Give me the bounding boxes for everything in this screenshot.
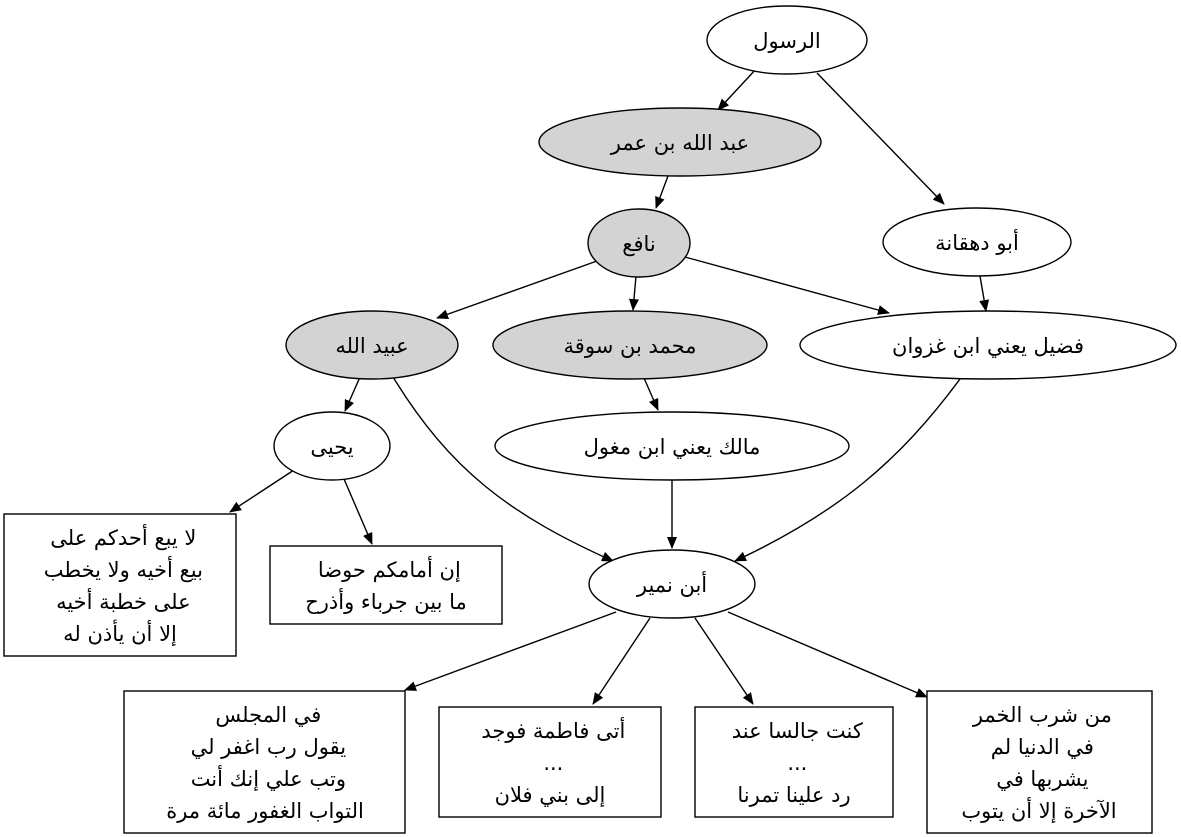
svg-text:من شرب الخمر في الدنيا: من شرب الخمر في الدنيا لم يشربها في الآخ…	[961, 703, 1116, 824]
edge-rasul-abu-dihqana	[816, 72, 945, 205]
matn-box-fatima: أتى فاطمة فوجد ... إلى بني فلان	[438, 706, 662, 818]
matn-bay-line: لا يبع أحدكم على	[50, 524, 196, 551]
matn-bay-line: على خطبة أخيه	[56, 588, 191, 614]
node-ibn-umar-label: عبد الله بن عمر	[610, 131, 749, 155]
matn-khamr-line: يشربها في	[996, 767, 1088, 791]
edge-ibn-numayr-majlis	[404, 611, 617, 691]
matn-fatima-line: أتى فاطمة فوجد	[481, 717, 625, 743]
svg-text:إن أمامكم حوضا ما بين: إن أمامكم حوضا ما بين جرباء وأذرح	[305, 556, 467, 614]
matn-majlis-line: وتب علي إنك أنت	[191, 765, 346, 792]
node-fudayl-label: فضيل يعني ابن غزوان	[892, 334, 1084, 358]
svg-text:كنت جالسا عند ...: كنت جالسا عند ... رد علينا تمرنا	[725, 719, 863, 807]
edge-ibn-umar-nafi	[655, 175, 669, 209]
matn-majlis-line: التواب الغفور مائة مرة	[166, 799, 364, 823]
node-ibn-umar: عبد الله بن عمر	[538, 107, 822, 177]
matn-jalis-line: ...	[787, 751, 807, 775]
edge-ubaydullah-yahya	[344, 376, 361, 412]
edge-yahya-bay	[229, 469, 295, 513]
node-yahya: يحيى	[273, 411, 391, 481]
node-fudayl: فضيل يعني ابن غزوان	[799, 310, 1177, 380]
matn-box-bay: لا يبع أحدكم على بيع أخيه ولا يخطب على خ…	[3, 513, 237, 657]
node-malik-label: مالك يعني ابن مغول	[584, 435, 761, 459]
matn-box-majlis: في المجلس يقول رب اغفر لي وتب علي إنك أن…	[123, 690, 406, 834]
edge-rasul-ibn-umar	[717, 67, 758, 111]
matn-box-jalis: كنت جالسا عند ... رد علينا تمرنا	[694, 706, 894, 818]
edge-ibn-numayr-fatima	[592, 617, 651, 705]
node-yahya-label: يحيى	[310, 435, 353, 459]
edge-nafi-muhammad-suqa	[628, 275, 639, 311]
edge-ibn-numayr-jalis	[694, 617, 754, 705]
edge-nafi-ubaydullah	[436, 260, 598, 320]
matn-hawd-line: ما بين جرباء وأذرح	[305, 588, 467, 614]
matn-jalis-line: رد علينا تمرنا	[737, 783, 850, 807]
svg-text:في المجلس يقول رب اغفر: في المجلس يقول رب اغفر لي وتب علي إنك أن…	[166, 703, 364, 823]
node-muhammad-suqa: محمد بن سوقة	[492, 310, 768, 380]
matn-bay-line: بيع أخيه ولا يخطب	[44, 556, 203, 582]
matn-majlis-line: يقول رب اغفر لي	[191, 735, 347, 759]
node-rasul: الرسول	[706, 5, 868, 75]
edge-abu-dihqana-fudayl	[979, 275, 990, 312]
node-ibn-numayr-label: أبن نمير	[636, 571, 707, 597]
edge-muhammad-suqa-malik	[643, 377, 659, 411]
matn-hawd-line: إن أمامكم حوضا	[318, 556, 461, 583]
edge-nafi-fudayl	[684, 256, 890, 315]
edge-ubaydullah-ibn-numayr	[392, 376, 614, 562]
matn-khamr-line: الآخرة إلا أن يتوب	[961, 797, 1116, 824]
matn-fatima-line: ...	[543, 751, 563, 775]
node-abu-dihqana-label: أبو دهقانة	[935, 229, 1019, 255]
matn-box-hawd: إن أمامكم حوضا ما بين جرباء وأذرح	[269, 545, 503, 625]
matn-khamr-line: في الدنيا لم	[991, 735, 1094, 760]
edge-fudayl-ibn-numayr	[734, 378, 961, 562]
matn-bay-line: إلا أن يأذن له	[63, 619, 177, 647]
matn-jalis-line: كنت جالسا عند	[732, 719, 863, 743]
svg-text:لا يبع أحدكم على بيع أ: لا يبع أحدكم على بيع أخيه ولا يخطب على خ…	[37, 524, 203, 647]
node-malik: مالك يعني ابن مغول	[494, 411, 850, 481]
node-muhammad-suqa-label: محمد بن سوقة	[564, 334, 697, 358]
edge-yahya-hawd	[343, 478, 373, 545]
node-rasul-label: الرسول	[753, 29, 821, 53]
matn-majlis-line: في المجلس	[215, 703, 321, 727]
matn-fatima-line: إلى بني فلان	[495, 783, 606, 808]
node-ibn-numayr: أبن نمير	[588, 549, 756, 619]
svg-text:أتى فاطمة فوجد ...: أتى فاطمة فوجد ... إلى بني فلان	[475, 717, 626, 808]
matn-khamr-line: من شرب الخمر	[972, 703, 1112, 727]
edge-ibn-numayr-khamr	[727, 611, 928, 698]
node-ubaydullah: عبيد الله	[285, 310, 459, 380]
node-abu-dihqana: أبو دهقانة	[882, 207, 1072, 277]
node-nafi: نافع	[587, 208, 691, 278]
node-nafi-label: نافع	[622, 232, 655, 256]
matn-box-khamr: من شرب الخمر في الدنيا لم يشربها في الآخ…	[926, 690, 1153, 834]
node-ubaydullah-label: عبيد الله	[335, 334, 408, 358]
